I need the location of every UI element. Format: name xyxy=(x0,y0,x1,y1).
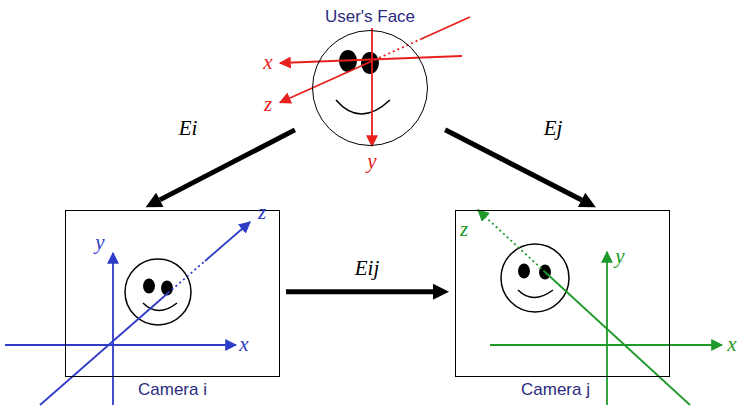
axis-line xyxy=(5,344,236,346)
axis-line xyxy=(112,253,114,405)
axis-label: y xyxy=(95,232,104,253)
node-heading: Camera j xyxy=(519,380,592,400)
axis-line-hidden xyxy=(370,40,420,63)
axis-label: z xyxy=(264,94,272,115)
axis-line xyxy=(205,222,250,261)
arrow-head xyxy=(578,193,596,207)
eye xyxy=(143,279,155,294)
node-heading: User's Face xyxy=(323,7,417,27)
transform-arrow xyxy=(146,130,295,207)
transform-arrow xyxy=(445,130,596,207)
axis-line xyxy=(420,17,470,40)
transform-label: Ei xyxy=(177,118,200,139)
axis-line xyxy=(280,62,370,103)
arrow-head xyxy=(146,193,164,207)
axis-label: y xyxy=(615,246,624,267)
node-heading: Camera i xyxy=(136,380,209,400)
arrow-shaft xyxy=(160,130,295,200)
axis-label: y xyxy=(367,151,376,172)
transform-label: Eij xyxy=(353,258,382,279)
face-image xyxy=(125,259,191,325)
axis-line-hidden xyxy=(168,261,205,293)
eye xyxy=(361,52,379,74)
eye xyxy=(518,264,530,279)
axis-label: z xyxy=(460,219,468,240)
axis-line-hidden xyxy=(478,210,545,272)
smile xyxy=(518,290,553,298)
axis-line xyxy=(490,344,722,346)
camera-frame: Camera j xyxy=(455,210,670,377)
axis-label: z xyxy=(258,202,266,223)
axis-label: x xyxy=(727,334,736,355)
smile xyxy=(336,100,390,114)
arrow-head xyxy=(433,284,449,300)
axis-label: x xyxy=(239,334,248,355)
axis-label: x xyxy=(263,52,272,73)
axis-line xyxy=(371,28,373,146)
transform-label: Ej xyxy=(542,118,565,139)
transform-arrow xyxy=(286,284,449,300)
arrow-shaft xyxy=(445,130,582,200)
arrow-shaft xyxy=(286,289,433,294)
face-circle: User's Face xyxy=(312,30,428,146)
face-image xyxy=(501,244,569,312)
